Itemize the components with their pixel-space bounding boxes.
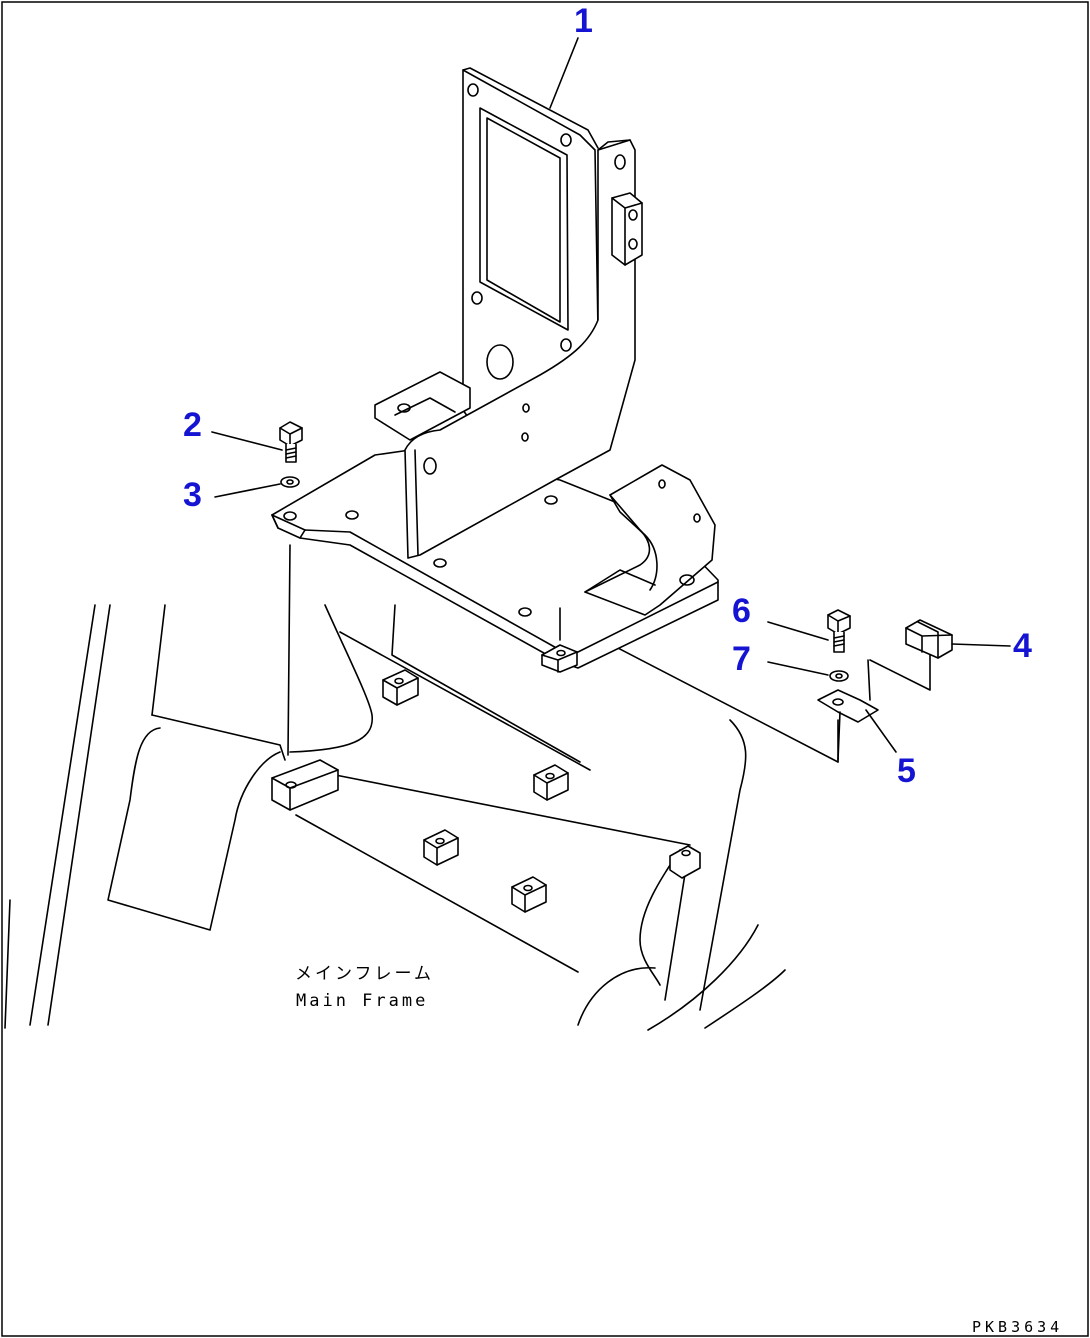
callout-4: 4 [1013, 627, 1032, 665]
frame-block-c [533, 764, 569, 801]
main-frame-label-japanese: メインフレーム [295, 964, 434, 984]
main-frame [4, 604, 839, 1031]
frame-block-f [669, 845, 701, 879]
bracket-part-1 [271, 67, 719, 756]
main-frame-label-english: Main Frame [296, 991, 428, 1011]
washer-part-3 [280, 476, 300, 488]
callout-7: 7 [732, 640, 751, 678]
block-part-4 [869, 619, 953, 691]
frame-block-d [423, 829, 459, 866]
bolt-part-2 [279, 421, 303, 463]
drawing-code: PKB3634 [972, 1318, 1063, 1336]
callout-2: 2 [183, 406, 202, 444]
bolt-part-6 [827, 609, 851, 653]
callout-3: 3 [183, 476, 202, 514]
callout-1: 1 [574, 2, 593, 40]
frame-block-a [271, 759, 339, 811]
frame-block-b [382, 669, 419, 706]
leader-lines [211, 37, 1011, 753]
washer-part-7 [829, 670, 849, 682]
callout-6: 6 [732, 592, 751, 630]
callout-5: 5 [897, 752, 916, 790]
plate-part-5 [817, 659, 879, 761]
frame-block-e [511, 876, 547, 913]
